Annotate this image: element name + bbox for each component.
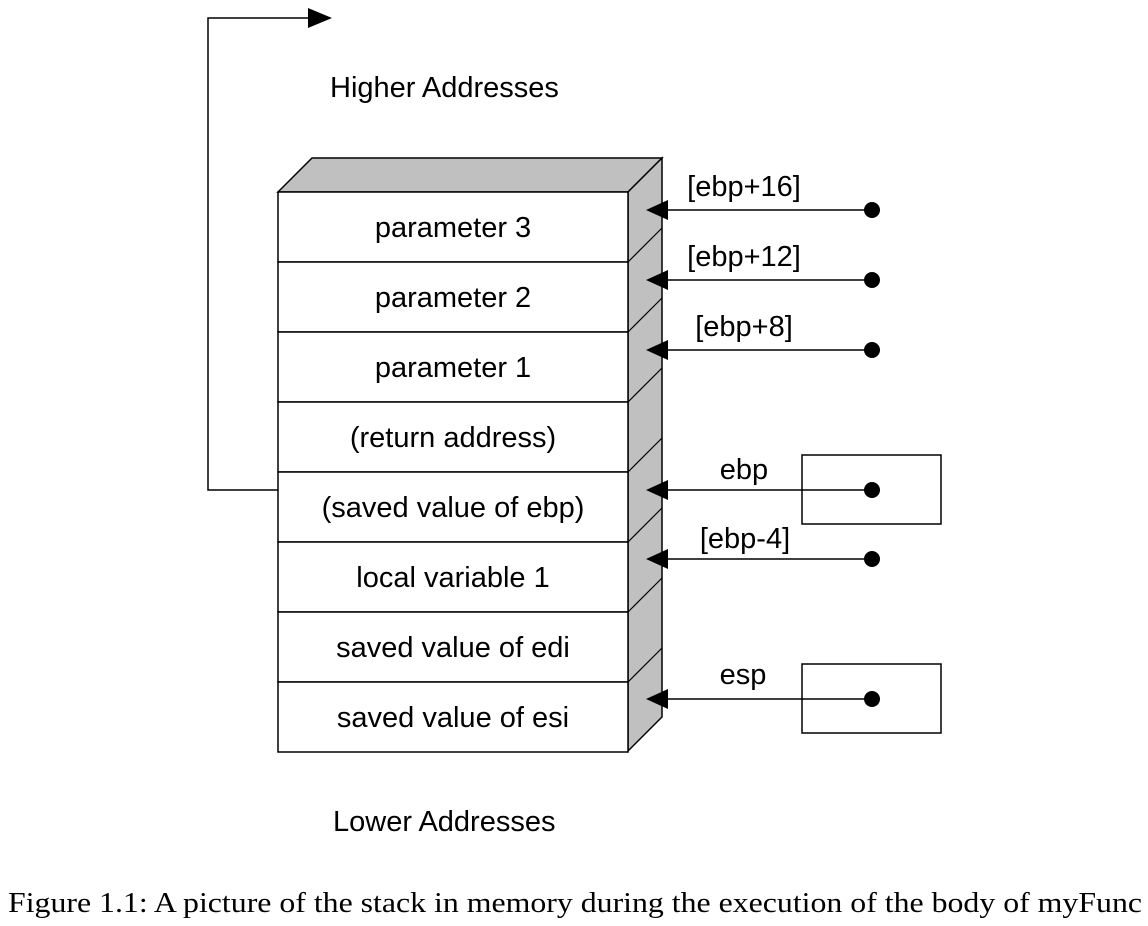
stack-cell-label: parameter 1 [375,352,531,384]
stack-side-lines [627,227,663,683]
arrowhead-icon [646,340,668,360]
stack-cell: (saved value of ebp) [277,471,629,543]
stack-cell-label: parameter 3 [375,212,531,244]
stack-cell: parameter 3 [277,191,629,263]
pointer-dot-icon [864,202,880,218]
stack-cell: (return address) [277,401,629,473]
pointer-ebp: ebp [646,454,942,525]
pointer-dot-icon [864,551,880,567]
stack-cell-label: local variable 1 [356,562,549,594]
arrowhead-icon [646,549,668,569]
pointer-label: [ebp+8] [695,311,793,343]
stack-cell-label: (saved value of ebp) [322,492,585,524]
stack-block: parameter 3 parameter 2 parameter 1 (ret… [276,156,664,753]
pointer-label: [ebp+12] [687,241,801,273]
pointer-label: ebp [720,454,768,486]
stack-cell-label: parameter 2 [375,282,531,314]
stack-cell-label: saved value of edi [336,632,570,664]
stack-top-face [276,157,664,193]
figure-caption: Figure 1.1: A picture of the stack in me… [8,887,1142,919]
lower-addresses-label: Lower Addresses [333,806,555,838]
stack-cell-label: (return address) [350,422,556,454]
pointer-label: [ebp-4] [700,523,790,555]
pointer-dot-icon [864,342,880,358]
stack-cell: local variable 1 [277,541,629,613]
arrowhead-icon [646,480,668,500]
pointer-label: esp [720,659,767,691]
stack-cell: saved value of esi [277,681,629,753]
arrowhead-icon [646,689,668,709]
pointer-esp: esp [646,659,942,734]
stack-cell: parameter 2 [277,261,629,333]
pointer-ebp-minus-4: [ebp-4] [646,523,880,569]
pointer-ebp-plus-12: [ebp+12] [646,241,880,290]
saved-ebp-link-arrow [207,8,332,491]
pointer-ebp-plus-8: [ebp+8] [646,311,880,360]
higher-addresses-label: Higher Addresses [330,72,559,104]
pointer-dot-icon [864,691,880,707]
pointer-dot-icon [864,482,880,498]
arrowhead-icon [646,200,668,220]
stack-cell: parameter 1 [277,331,629,403]
pointer-ebp-plus-16: [ebp+16] [646,171,880,220]
stack-cell-label: saved value of esi [337,702,569,734]
pointer-label: [ebp+16] [687,171,801,203]
stack-cell: saved value of edi [277,611,629,683]
pointer-dot-icon [864,272,880,288]
arrowhead-icon [646,270,668,290]
